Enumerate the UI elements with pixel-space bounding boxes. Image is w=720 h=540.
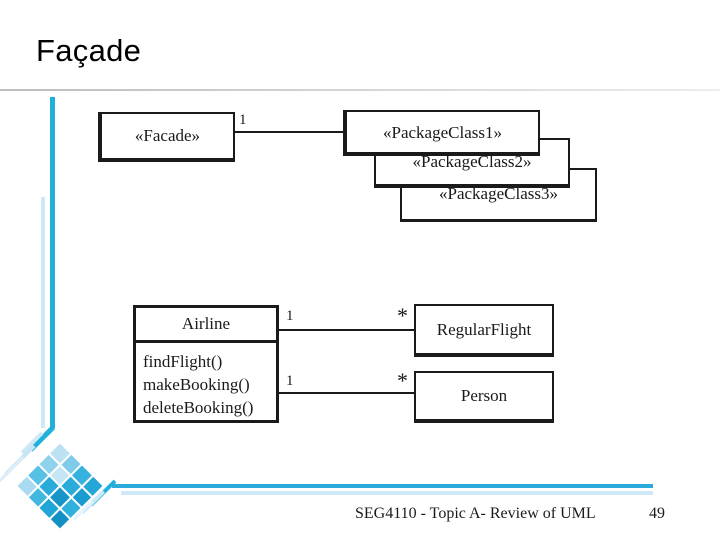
ornament-diamond-grid: [17, 443, 103, 529]
footer-rule-cyan: [112, 484, 653, 488]
multiplicity-star-label: *: [397, 368, 408, 393]
person-class-box: Person: [414, 371, 554, 423]
method-label: findFlight(): [143, 352, 223, 371]
facade-class-box: «Facade»: [98, 112, 235, 162]
page-number: 49: [649, 505, 665, 522]
airline-person-association: [279, 392, 414, 394]
multiplicity-star-label: *: [397, 303, 408, 328]
footer-rule-light: [121, 491, 653, 495]
method-label: makeBooking(): [143, 375, 250, 394]
package-class1-label: «PackageClass1»: [383, 123, 502, 142]
regularflight-class-box: RegularFlight: [414, 304, 554, 357]
airline-class-name-label: Airline: [181, 314, 231, 333]
multiplicity-label: 1: [286, 308, 294, 324]
method-label: deleteBooking(): [143, 398, 254, 417]
airline-class-box: Airline findFlight() makeBooking() delet…: [133, 305, 279, 423]
facade-class-label: «Facade»: [134, 126, 201, 145]
title-divider: [0, 89, 720, 91]
package-class3-label: «PackageClass3»: [439, 184, 558, 203]
regularflight-class-label: RegularFlight: [436, 319, 532, 339]
ornament-vertical-line-cyan: [50, 97, 55, 428]
airline-methods-compartment: findFlight() makeBooking() deleteBooking…: [136, 343, 276, 419]
ornament-diamond-cluster: [17, 443, 103, 529]
facade-association-line: [235, 131, 343, 133]
page-title: Façade: [36, 33, 142, 68]
footer-text: SEG4110 - Topic A- Review of UML: [355, 505, 596, 522]
airline-regularflight-association: [279, 329, 414, 331]
ornament-vertical-line-light: [41, 197, 45, 428]
airline-class-name: Airline: [136, 308, 276, 343]
person-class-label: Person: [460, 386, 508, 405]
package-class1-box: «PackageClass1»: [343, 110, 540, 156]
package-class2-label: «PackageClass2»: [412, 152, 532, 171]
multiplicity-label: 1: [239, 112, 247, 128]
multiplicity-label: 1: [286, 373, 294, 389]
